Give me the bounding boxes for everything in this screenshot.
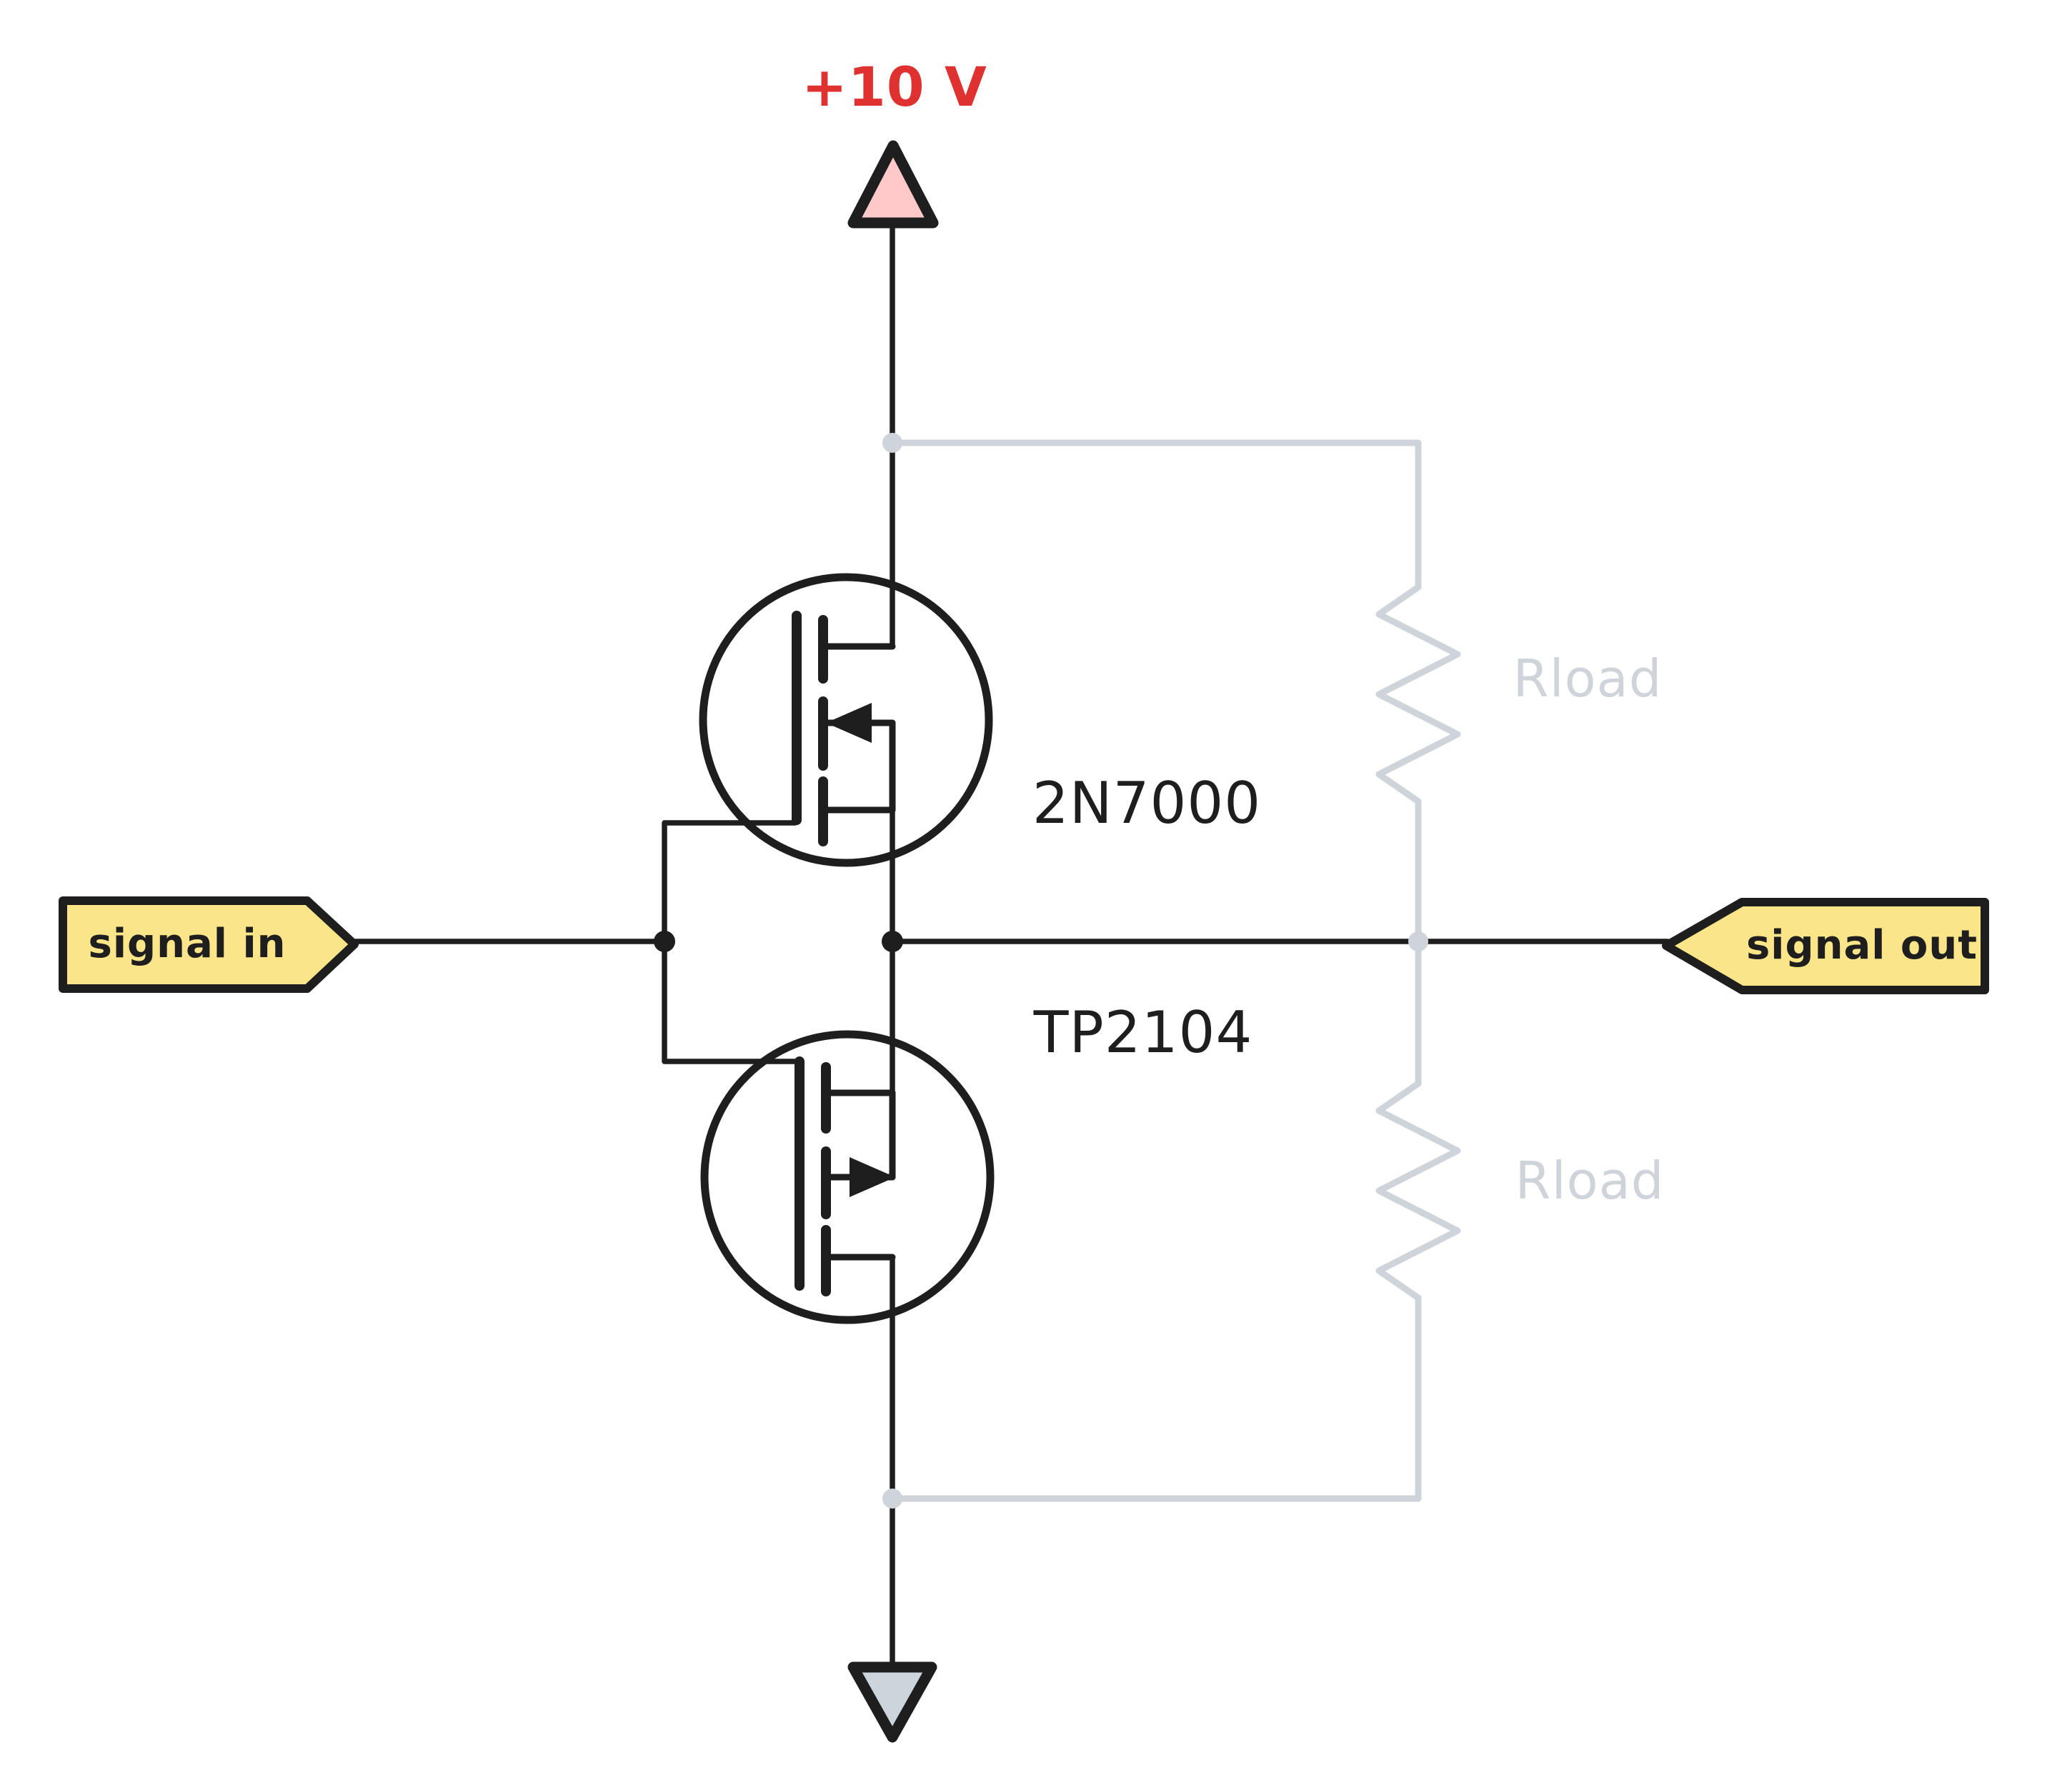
input-flag (59, 896, 359, 993)
resistor-top-icon (1375, 584, 1461, 805)
pmos-body-circle (700, 1030, 995, 1324)
gate-bus-wire (662, 820, 802, 1064)
signal-in-label: signal in (88, 921, 287, 967)
load-top-wire (889, 439, 1422, 591)
output-flag (1662, 898, 1989, 994)
load-network (889, 439, 1461, 1502)
pmos-body-arrow-icon (850, 1157, 895, 1197)
junction-dot-gray-output (1408, 931, 1428, 951)
supply-voltage-label: +10 V (802, 55, 987, 119)
signal-out-label: signal out (1745, 922, 1978, 969)
pmos-transistor-icon (700, 1030, 995, 1324)
wires (350, 220, 1670, 1670)
resistor-bottom-icon (1375, 1080, 1461, 1301)
nmos-body-circle (699, 573, 993, 867)
rload-bottom-label: Rload (1515, 1151, 1665, 1211)
nmos-part-label: 2N7000 (1032, 770, 1262, 836)
junction-dot-gray-ground (882, 1489, 902, 1509)
nmos-body-arrow-icon (826, 703, 872, 743)
nmos-transistor-icon (699, 573, 993, 867)
junction-dot-gate-bus (654, 931, 675, 952)
junction-dot-gray-supply (882, 433, 902, 453)
ground-triangle-icon (847, 1661, 937, 1743)
pmos-part-label: TP2104 (1033, 999, 1253, 1066)
load-bottom-wire (889, 1294, 1422, 1502)
junction-dot-output (882, 931, 903, 952)
power-triangle-icon (847, 140, 939, 229)
rload-top-label: Rload (1513, 649, 1663, 709)
